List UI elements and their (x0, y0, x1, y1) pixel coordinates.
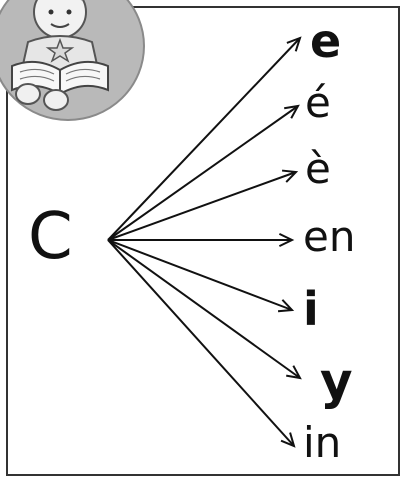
arrow-line-1 (108, 38, 300, 240)
target-label-1: e (310, 18, 341, 64)
target-label-7: in (303, 422, 341, 464)
arrow-line-2 (108, 106, 298, 240)
target-label-6: y (320, 356, 353, 406)
target-label-4: en (303, 216, 355, 258)
target-label-2: é (305, 82, 331, 124)
arrow-line-6 (108, 240, 300, 378)
target-label-5: i (303, 286, 319, 332)
arrow-line-7 (108, 240, 294, 446)
target-label-3: è (305, 148, 331, 190)
arrow-line-3 (108, 172, 296, 240)
arrowhead-2 (284, 106, 298, 118)
arrow-line-5 (108, 240, 292, 310)
